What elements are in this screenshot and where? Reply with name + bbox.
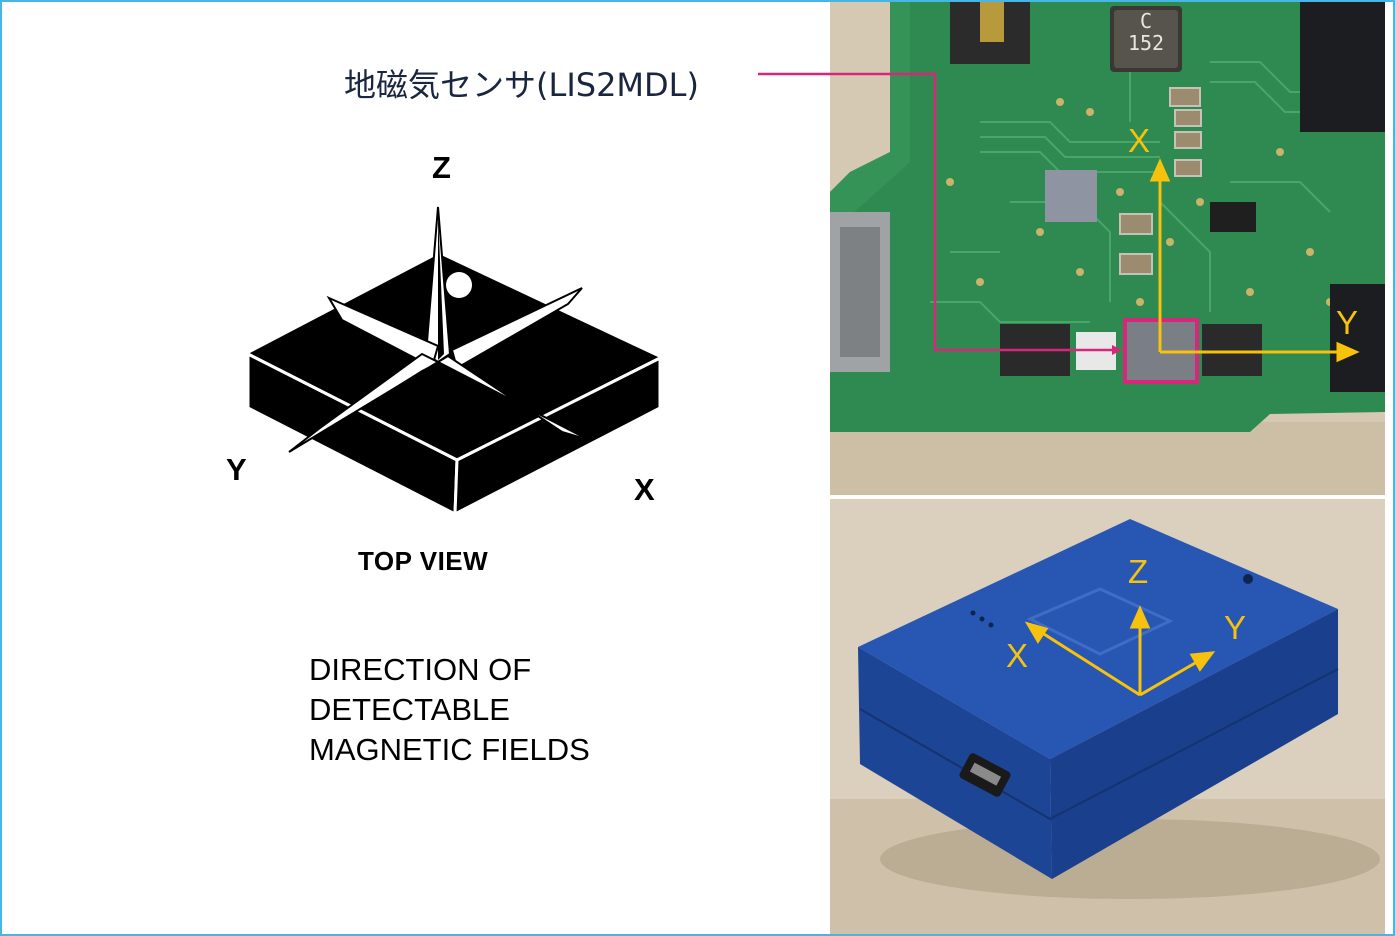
sensor-orientation-diagram: [246, 206, 662, 517]
datasheet-diagram-panel: Z Y X TOP VIEW DIRECTION OF DETECTABLE M…: [2, 2, 828, 934]
direction-caption-line: DETECTABLE: [309, 692, 510, 727]
direction-caption-line: DIRECTION OF: [309, 652, 532, 687]
magnetic-axes-star: [288, 206, 590, 453]
pcb-photo: C 152 X Y: [830, 2, 1385, 495]
sensor-name-label: 地磁気センサ(LIS2MDL): [344, 66, 699, 104]
panel-divider-horizontal: [830, 495, 1391, 499]
pcb-axis-arrows: [1149, 158, 1360, 363]
pcb-axis-y-label: Y: [1336, 304, 1359, 341]
device-axis-z-label: Z: [1128, 553, 1149, 590]
device-photo: Z X Y: [830, 499, 1385, 934]
direction-caption: DIRECTION OF DETECTABLE MAGNETIC FIELDS: [309, 650, 590, 770]
device-illustration: [830, 499, 1385, 934]
device-axis-x-label: X: [1006, 637, 1029, 674]
diagram-axis-x-label: X: [634, 472, 655, 507]
diagram-axis-y-label: Y: [226, 452, 247, 487]
chip-marking-line: 152: [1127, 31, 1165, 55]
pin1-marker: [446, 272, 472, 298]
leader-line-photo-part: [830, 72, 1120, 352]
device-axis-arrows: [1024, 605, 1216, 697]
pcb-illustration: [830, 2, 1385, 495]
device-top-face: [858, 519, 1338, 759]
pcb-axis-x-label: X: [1128, 122, 1151, 159]
panel-divider-vertical: [826, 2, 830, 934]
top-view-caption: TOP VIEW: [358, 546, 489, 576]
chip-marking: C 152: [1118, 10, 1174, 54]
direction-caption-line: MAGNETIC FIELDS: [309, 732, 590, 767]
device-axis-y-label: Y: [1224, 609, 1247, 646]
diagram-axis-z-label: Z: [432, 150, 451, 185]
leader-line: [758, 72, 830, 76]
chip-marking-line: C: [1139, 9, 1153, 33]
